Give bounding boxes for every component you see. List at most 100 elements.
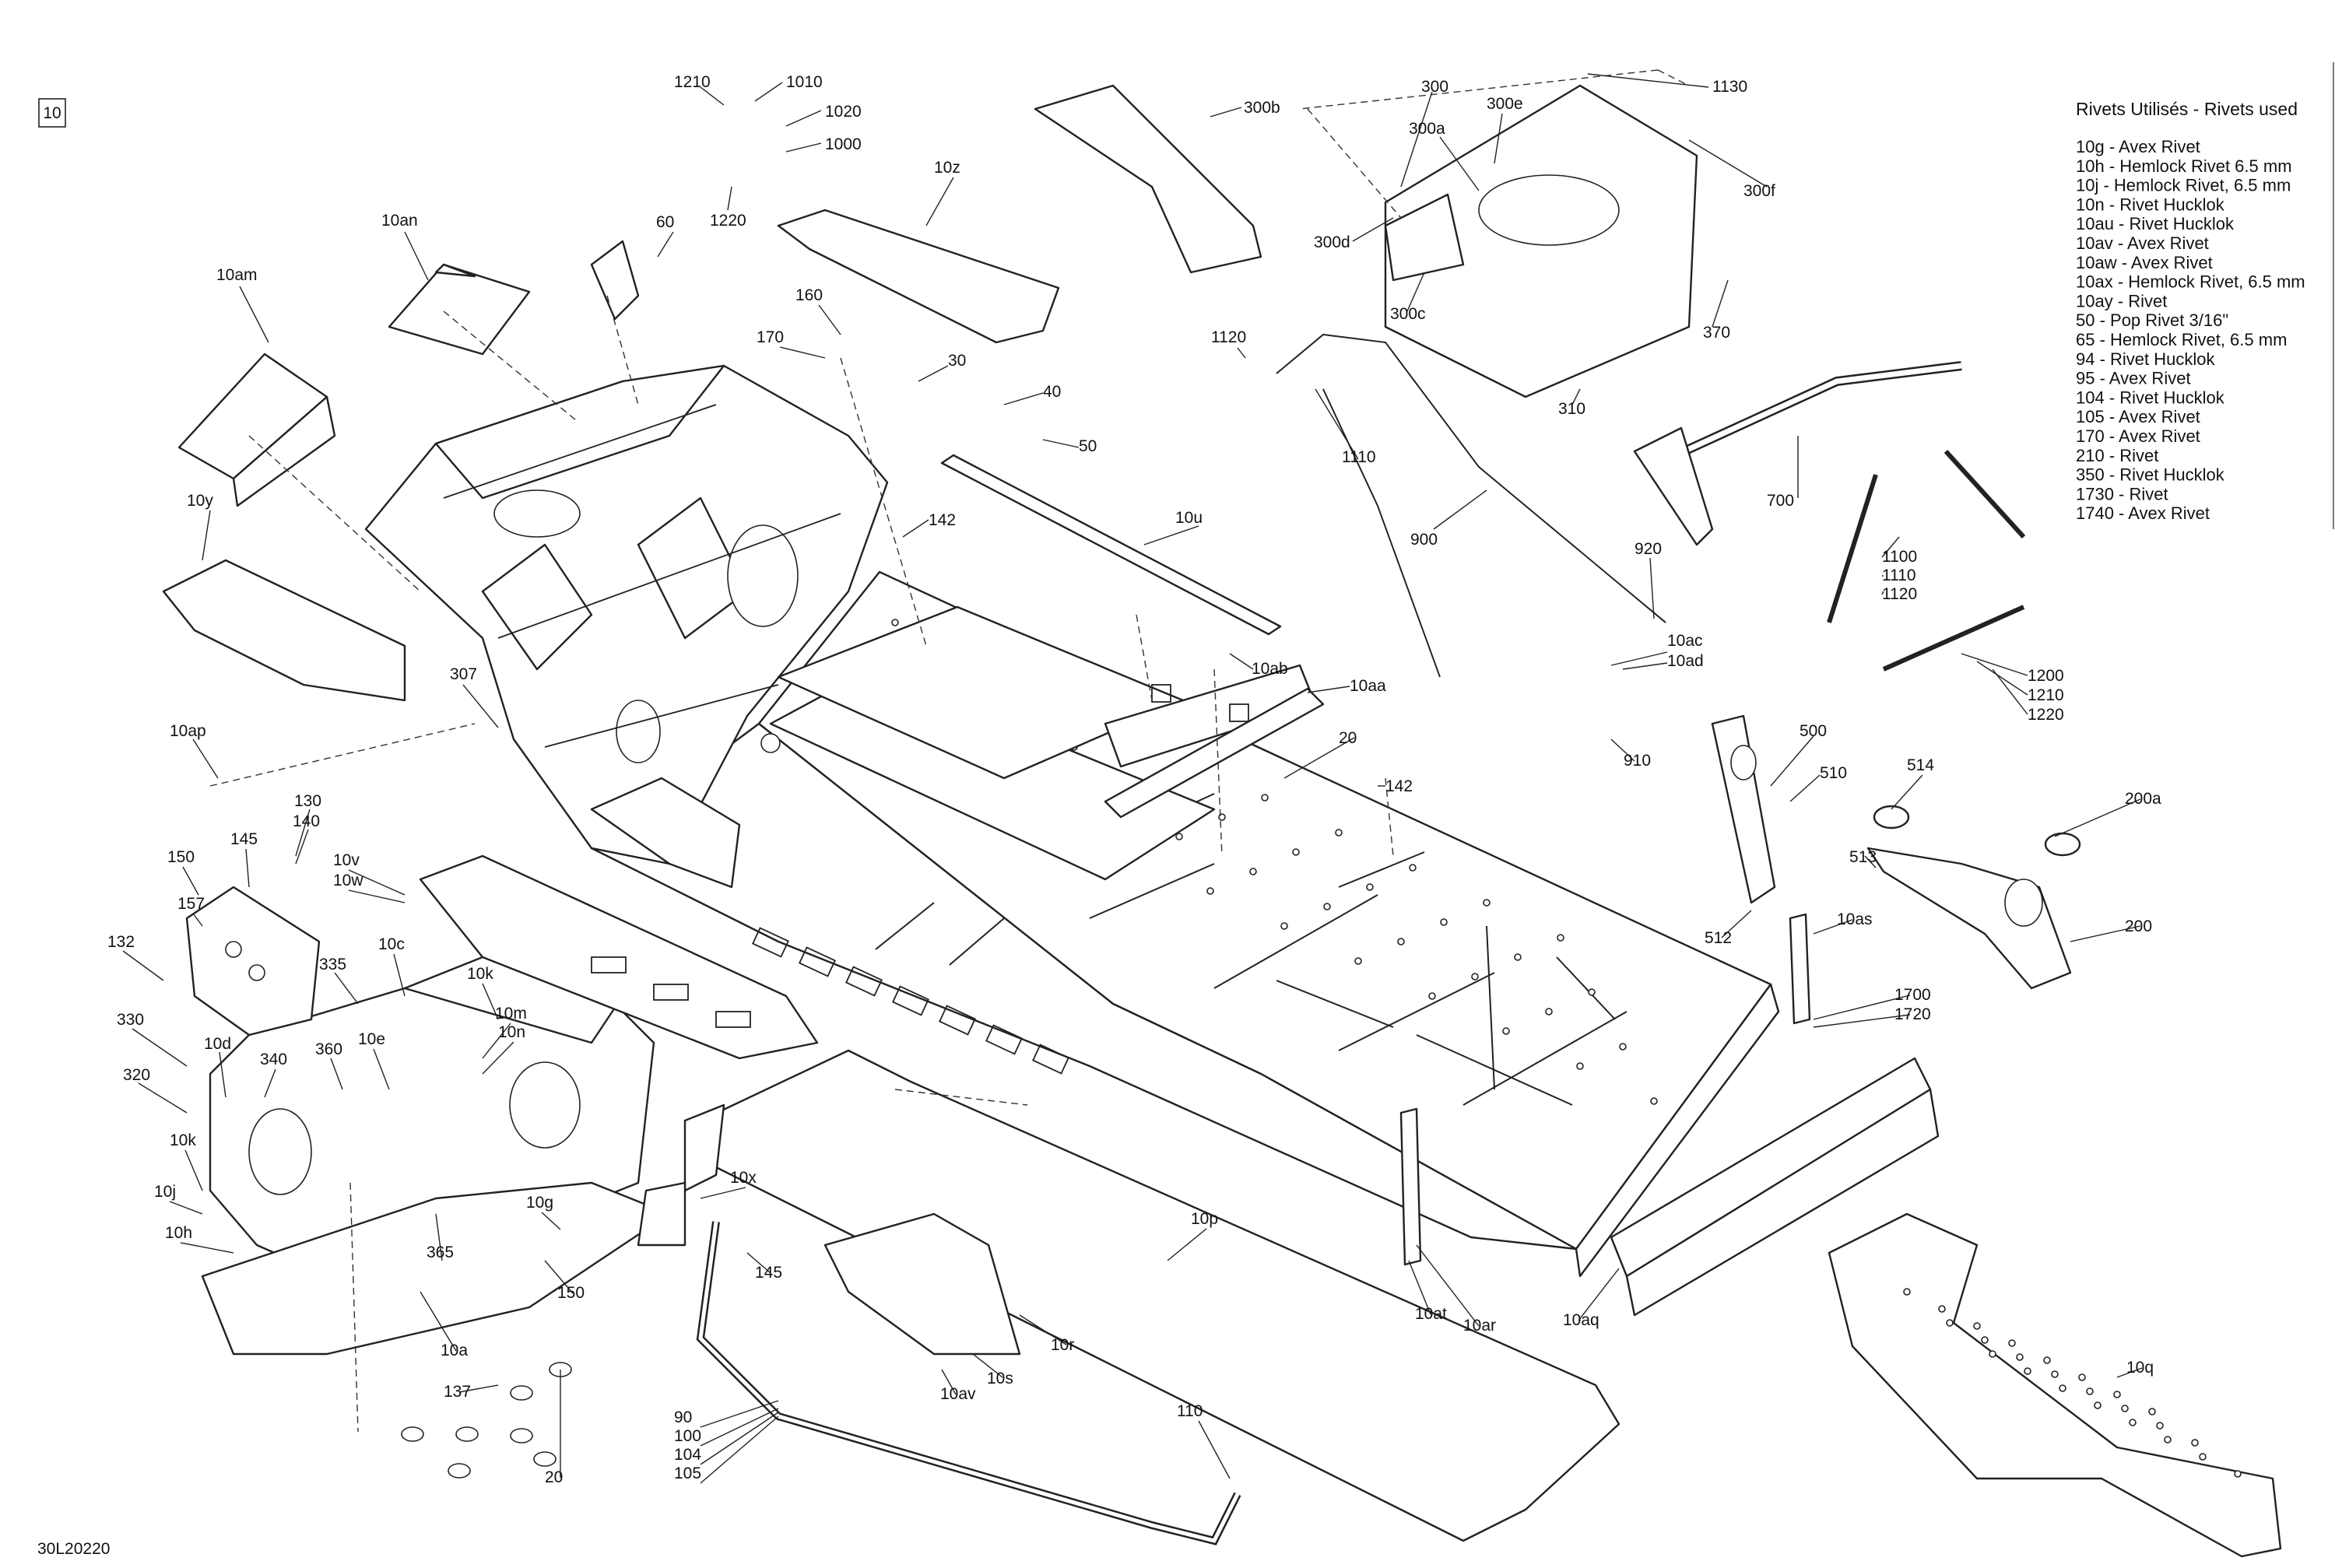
callout-leader	[2054, 798, 2141, 837]
rivet-hole	[1335, 829, 1343, 837]
callout-label: 370	[1703, 324, 1730, 342]
legend-item: 1740 - Avex Rivet	[2076, 503, 2210, 523]
shield-hole	[2051, 1370, 2059, 1378]
callout-leader	[700, 1408, 779, 1447]
rivet-hole	[1366, 883, 1374, 891]
legend-item: 10h - Hemlock Rivet 6.5 mm	[2076, 156, 2292, 176]
callout-label: 10k	[170, 1131, 196, 1149]
callout-leader	[785, 142, 822, 153]
shield-hole	[1903, 1288, 1911, 1296]
legend-item: 10j - Hemlock Rivet, 6.5 mm	[2076, 176, 2291, 195]
bracket-10x	[637, 1181, 686, 1247]
callout-label: 10n	[498, 1023, 525, 1041]
legend-item: 95 - Avex Rivet	[2076, 369, 2191, 388]
callout-leader	[700, 86, 725, 106]
bracket-10am	[177, 353, 336, 507]
callout-label: 1130	[1712, 78, 1747, 96]
bracket-500	[1711, 714, 1776, 904]
callout-leader	[1229, 653, 1254, 670]
legend-item: 10aw - Avex Rivet	[2076, 253, 2213, 272]
callout-label: 150	[167, 848, 195, 866]
callout-label: 900	[1410, 531, 1438, 549]
bracket-10an	[388, 263, 531, 356]
callout-label: 700	[1767, 492, 1794, 510]
callout-label: 10p	[1191, 1210, 1218, 1228]
callout-label: 1010	[786, 73, 823, 91]
callout-leader	[1622, 662, 1668, 670]
callout-leader	[1587, 73, 1709, 88]
legend-item: 10ax - Hemlock Rivet, 6.5 mm	[2076, 272, 2305, 292]
callout-leader	[1408, 1260, 1431, 1315]
assembly-lines	[209, 69, 1690, 1433]
callout-leader	[132, 1028, 188, 1067]
callout-leader	[180, 1242, 234, 1254]
callout-label: 90	[674, 1408, 692, 1426]
legend-item: 10n - Rivet Hucklok	[2076, 195, 2225, 214]
callout-leader	[700, 1412, 779, 1465]
callout-leader	[1352, 217, 1394, 242]
callout-leader	[184, 1149, 203, 1191]
callout-label: 300a	[1409, 120, 1445, 138]
skid-plate-10v	[419, 854, 819, 1060]
callout-label: 512	[1705, 929, 1732, 947]
callout-label: 104	[674, 1446, 701, 1464]
callout-label: 10q	[2126, 1359, 2154, 1377]
shield-hole	[2129, 1419, 2137, 1426]
plate-10z	[777, 209, 1060, 344]
rivet-hole	[1354, 957, 1362, 965]
rivet-hole	[1576, 1062, 1584, 1070]
legend-item: 10au - Rivet Hucklok	[2076, 214, 2235, 233]
callout-leader	[1789, 774, 1821, 802]
callout-label: 10ap	[170, 722, 206, 740]
callout-label: 137	[444, 1383, 471, 1401]
callout-leader	[482, 1041, 514, 1075]
shield-hole	[2016, 1353, 2024, 1361]
rivet-hole	[891, 619, 899, 626]
callout-label: 105	[674, 1465, 701, 1482]
callout-leader	[1143, 525, 1199, 545]
callout-label: 10y	[187, 492, 213, 510]
rivet-hole	[1619, 1043, 1627, 1051]
callout-leader	[1712, 279, 1729, 328]
callout-label: 300f	[1743, 182, 1775, 200]
shield-hole	[2043, 1356, 2051, 1364]
washers-137	[401, 1362, 572, 1479]
callout-label: 10d	[204, 1035, 231, 1053]
callout-leader	[348, 889, 406, 903]
callout-label: 10u	[1175, 509, 1203, 527]
callout-leader	[373, 1048, 390, 1090]
callout-label: 10m	[495, 1005, 527, 1023]
rivet-hole	[1471, 973, 1479, 980]
callout-leader	[1439, 136, 1480, 191]
callout-label: 40	[1043, 383, 1061, 401]
callout-leader	[348, 869, 406, 896]
callout-leader	[1881, 591, 1884, 595]
bottom-plate-10a	[201, 1181, 671, 1356]
bracket-200	[1866, 847, 2072, 990]
callout-leader	[122, 950, 164, 981]
callout-label: 307	[450, 665, 477, 683]
rods-1100	[1827, 449, 2026, 672]
shield-hole	[1981, 1336, 1989, 1344]
shield-hole	[2199, 1453, 2207, 1461]
callout-leader	[192, 913, 203, 927]
callout-label: 910	[1624, 752, 1651, 770]
callout-label: 1110	[1882, 567, 1916, 584]
rivet-hole	[1588, 988, 1596, 996]
callout-leader	[1167, 1228, 1207, 1261]
callout-leader	[818, 304, 841, 335]
shield-hole	[2078, 1373, 2086, 1381]
callout-leader	[1891, 774, 1923, 810]
legend-item: 210 - Rivet	[2076, 446, 2158, 465]
callout-label: 1720	[1894, 1005, 1931, 1023]
rivet-hole	[1175, 833, 1183, 840]
callout-label: 10c	[378, 935, 405, 953]
callout-label: 1210	[2028, 686, 2064, 704]
callout-leader	[1433, 489, 1487, 530]
steering-console-300	[1384, 84, 1698, 398]
callout-leader	[700, 1400, 779, 1428]
callout-leader	[202, 510, 211, 561]
callout-leader	[1003, 392, 1044, 405]
callout-label: 510	[1820, 764, 1847, 782]
